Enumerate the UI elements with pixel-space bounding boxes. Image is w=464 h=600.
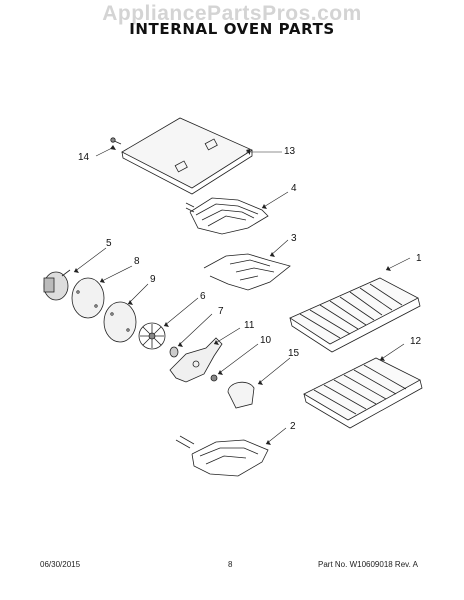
callout-11: 11 xyxy=(244,320,255,331)
part-15-shield xyxy=(227,381,255,409)
part-1-oven-rack xyxy=(289,277,421,353)
watermark: AppliancePartsPros.com xyxy=(102,2,362,25)
part-10-screw xyxy=(210,374,218,382)
part-9-fan-cover xyxy=(103,301,137,343)
callout-15: 15 xyxy=(288,348,300,359)
callout-10: 10 xyxy=(260,335,272,346)
part-7-nut xyxy=(169,346,179,358)
part-6-fan-blade xyxy=(138,322,166,350)
part-13-oven-bottom-panel xyxy=(121,117,253,195)
part-12-oven-rack xyxy=(303,357,423,429)
footer-part-number: Part No. W10609018 Rev. A xyxy=(318,560,418,569)
part-3-heating-element xyxy=(203,253,291,291)
page-title: INTERNAL OVEN PARTS xyxy=(129,20,335,38)
part-5-convection-motor xyxy=(43,269,71,301)
callout-14: 14 xyxy=(78,152,90,163)
callout-9: 9 xyxy=(150,274,156,285)
callout-4: 4 xyxy=(291,183,297,194)
callout-12: 12 xyxy=(410,336,422,347)
part-4-broil-element xyxy=(185,197,269,235)
callout-6: 6 xyxy=(200,291,206,302)
part-8-gasket xyxy=(71,277,105,319)
part-11-fan-bracket xyxy=(169,337,223,383)
callout-5: 5 xyxy=(106,238,112,249)
callout-1: 1 xyxy=(416,253,422,264)
footer-page-number: 8 xyxy=(228,560,233,569)
callout-13: 13 xyxy=(284,146,296,157)
callout-7: 7 xyxy=(218,306,224,317)
callout-3: 3 xyxy=(291,233,297,244)
footer-date: 06/30/2015 xyxy=(40,560,81,569)
callout-8: 8 xyxy=(134,256,140,267)
part-14-screw xyxy=(110,137,122,145)
callout-2: 2 xyxy=(290,421,296,432)
part-2-bake-element xyxy=(175,435,269,477)
